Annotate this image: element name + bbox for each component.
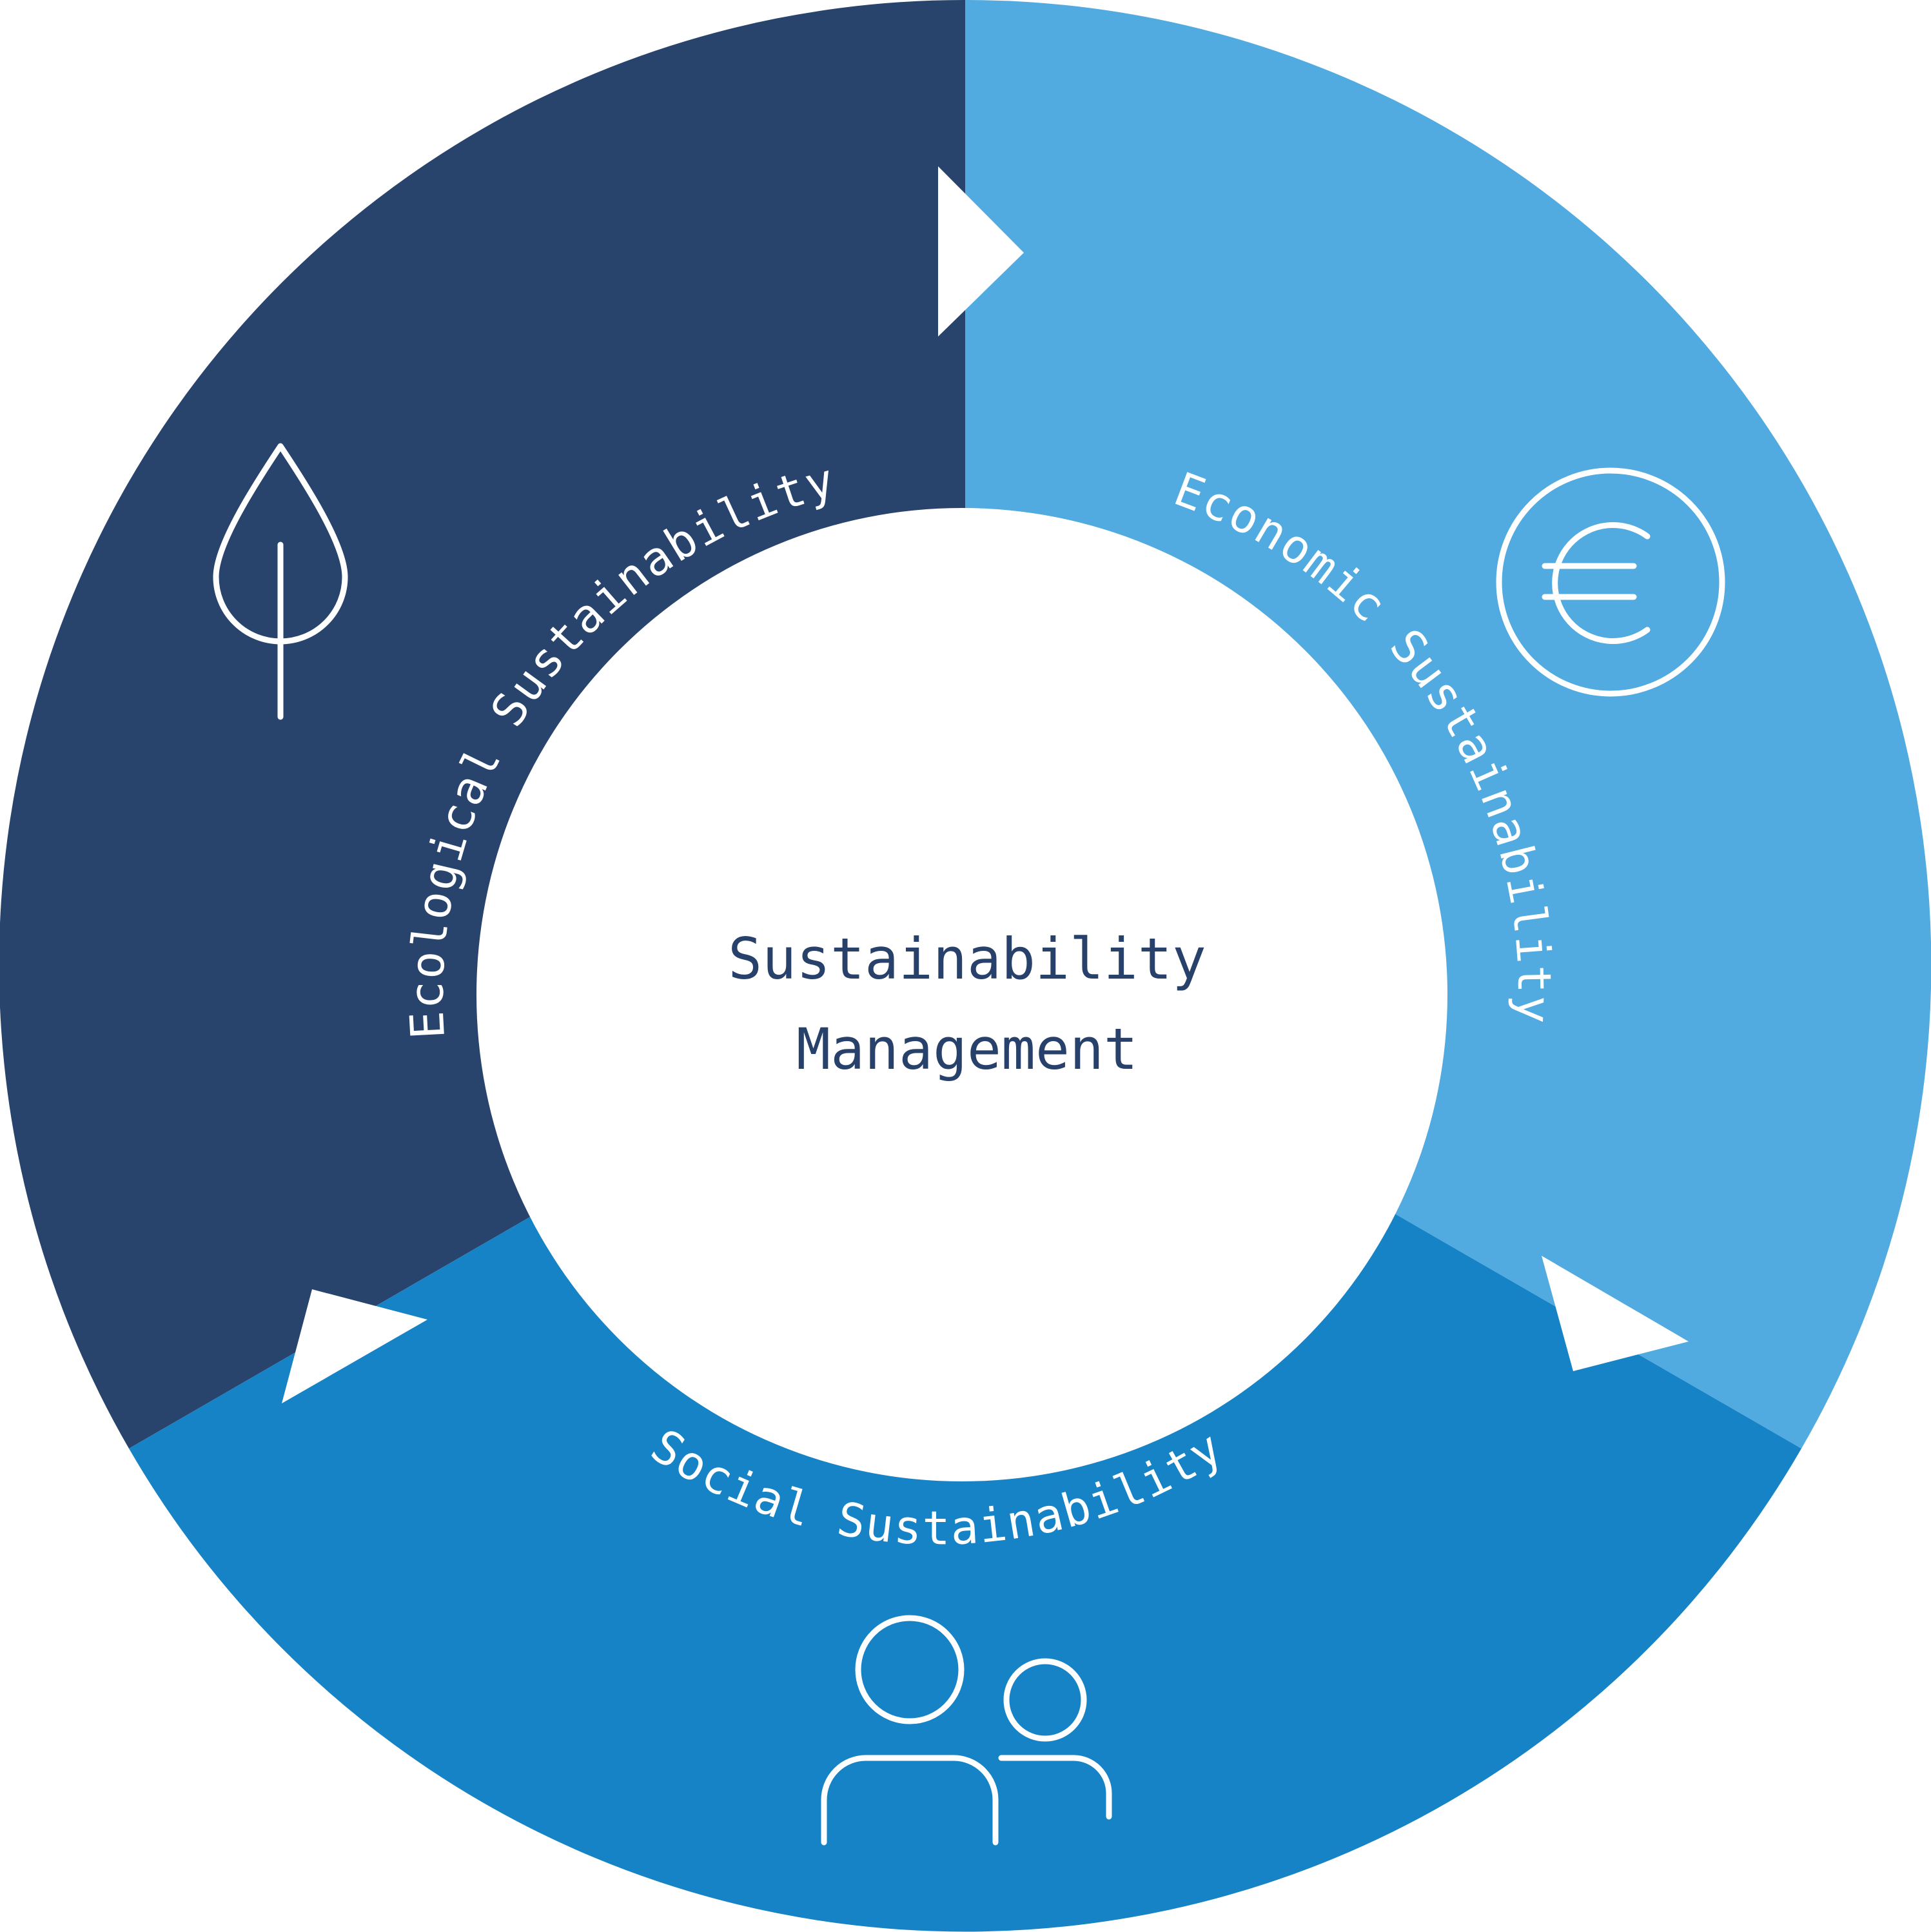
arrow-ecological-to-economic [938, 166, 1024, 337]
people-icon [821, 1615, 1112, 1846]
euro-icon [1496, 467, 1725, 697]
center-title-line2: Management [796, 1016, 1138, 1082]
leaf-icon [213, 443, 348, 720]
arrow-economic-to-social [1542, 1256, 1689, 1371]
center-hub [476, 508, 1447, 1481]
arrow-social-to-ecological [282, 1289, 427, 1403]
center-title-line1: Sustainability [728, 926, 1206, 992]
